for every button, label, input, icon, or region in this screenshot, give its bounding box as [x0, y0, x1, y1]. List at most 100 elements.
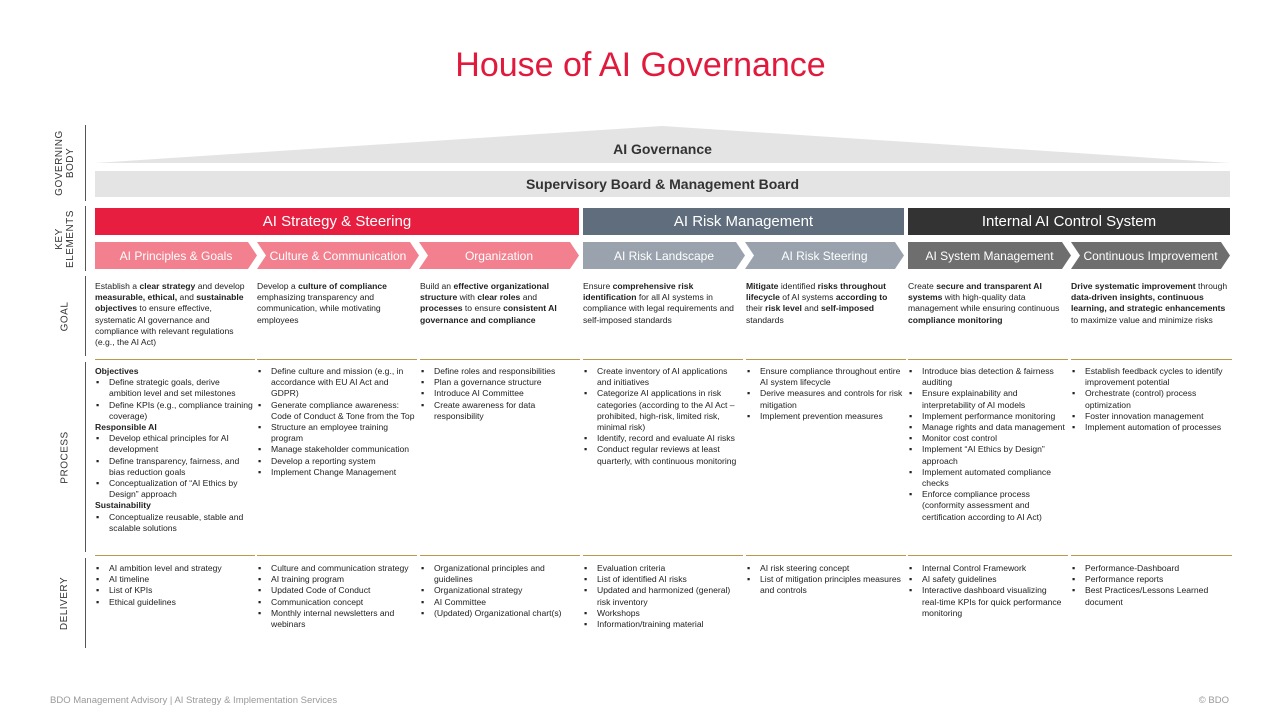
- process-item: Structure an employee training program: [257, 422, 415, 444]
- footer-left: BDO Management Advisory | AI Strategy & …: [50, 695, 338, 706]
- process-list: Define roles and responsibilitiesPlan a …: [420, 366, 578, 422]
- process-item: Develop a reporting system: [257, 456, 415, 467]
- pillar-ai-strategy: AI Strategy & Steering: [95, 208, 579, 235]
- delivery-block: Culture and communication strategyAI tra…: [257, 563, 415, 630]
- goal-segment: effective organizational structure: [420, 281, 549, 303]
- pillar-internal-control: Internal AI Control System: [908, 208, 1230, 235]
- row-divider-governing: [85, 125, 86, 201]
- process-item: Develop ethical principles for AI develo…: [95, 433, 253, 455]
- process-item: Define strategic goals, derive ambition …: [95, 377, 253, 399]
- process-item: Conceptualization of “AI Ethics by Desig…: [95, 478, 253, 500]
- delivery-list: Organizational principles and guidelines…: [420, 563, 578, 619]
- process-item: Implement automated compliance checks: [908, 467, 1066, 489]
- process-item: Implement Change Management: [257, 467, 415, 478]
- process-list: Ensure compliance throughout entire AI s…: [746, 366, 904, 422]
- row-separator: [95, 555, 255, 556]
- delivery-block: Organizational principles and guidelines…: [420, 563, 578, 619]
- delivery-item: AI timeline: [95, 574, 253, 585]
- goal-segment: Drive systematic improvement: [1071, 281, 1196, 291]
- delivery-item: List of identified AI risks: [583, 574, 741, 585]
- process-section-heading: Sustainability: [95, 500, 151, 511]
- goal-segment: of AI systems: [779, 292, 836, 303]
- row-label-governing-body: GOVERNING BODY: [54, 130, 76, 196]
- row-separator: [583, 555, 743, 556]
- goal-segment: risk level: [765, 303, 802, 314]
- goal-segment: comprehensive risk identification: [583, 281, 694, 303]
- element-continuous-improvement: Continuous Improvement: [1071, 242, 1230, 269]
- process-block: Define culture and mission (e.g., in acc…: [257, 366, 415, 478]
- goal-segment: culture of compliance: [298, 281, 387, 291]
- process-block: Define roles and responsibilitiesPlan a …: [420, 366, 578, 422]
- delivery-item: AI Committee: [420, 597, 578, 608]
- page-title: House of AI Governance: [455, 46, 826, 84]
- goal-segment: and develop: [195, 281, 245, 291]
- delivery-item: List of KPIs: [95, 585, 253, 596]
- row-separator: [1071, 359, 1232, 360]
- governance-roof: [95, 126, 1230, 163]
- delivery-block: Performance-DashboardPerformance reports…: [1071, 563, 1230, 608]
- process-item: Define transparency, fairness, and bias …: [95, 456, 253, 478]
- process-list: Define culture and mission (e.g., in acc…: [257, 366, 415, 478]
- goal-segment: clear roles: [477, 292, 521, 303]
- row-separator: [1071, 555, 1232, 556]
- goal-segment: consistent AI governance and compliance: [420, 303, 557, 325]
- goal-segment: with: [457, 292, 478, 303]
- element-ai-system-management: AI System Management: [908, 242, 1071, 269]
- delivery-block: Evaluation criteriaList of identified AI…: [583, 563, 741, 630]
- goal-segment: to maximize value and minimize risks: [1071, 314, 1213, 325]
- row-label-delivery: DELIVERY: [59, 576, 71, 630]
- footer-copyright: © BDO: [1198, 695, 1229, 706]
- row-divider-goal: [85, 276, 86, 356]
- goal-segment: their: [746, 303, 766, 314]
- row-separator: [583, 359, 743, 360]
- row-divider-key-elements: [85, 206, 86, 271]
- process-item: Identify, record and evaluate AI risks: [583, 433, 741, 444]
- row-label-goal: GOAL: [59, 301, 71, 331]
- process-item: Conduct regular reviews at least quarter…: [583, 444, 741, 466]
- process-item: Ensure compliance throughout entire AI s…: [746, 366, 904, 388]
- delivery-item: Internal Control Framework: [908, 563, 1066, 574]
- process-item: Generate compliance awareness: Code of C…: [257, 400, 415, 422]
- goal-segment: with high-quality data management while …: [908, 292, 1060, 314]
- delivery-list: AI risk steering conceptList of mitigati…: [746, 563, 904, 597]
- process-item: Implement “AI Ethics by Design” approach: [908, 444, 1066, 466]
- process-item: Ensure explainability and interpretabili…: [908, 388, 1066, 410]
- goal-text: Mitigate identified risks throughout lif…: [746, 281, 904, 326]
- row-separator: [257, 359, 417, 360]
- process-item: Implement performance monitoring: [908, 411, 1066, 422]
- goal-segment: for all AI systems in compliance with le…: [583, 292, 734, 325]
- delivery-block: Internal Control FrameworkAI safety guid…: [908, 563, 1066, 619]
- goal-segment: secure and transparent AI systems: [908, 281, 1042, 303]
- process-list: Conceptualize reusable, stable and scala…: [95, 512, 253, 534]
- goal-segment: and: [520, 292, 538, 303]
- process-list: Define strategic goals, derive ambition …: [95, 377, 253, 422]
- process-item: Implement automation of processes: [1071, 422, 1230, 433]
- element-ai-risk-steering: AI Risk Steering: [745, 242, 904, 269]
- element-ai-principles-goals: AI Principles & Goals: [95, 242, 257, 269]
- process-item: Define culture and mission (e.g., in acc…: [257, 366, 415, 400]
- process-list: Introduce bias detection & fairness audi…: [908, 366, 1066, 523]
- supervisory-board-bar: Supervisory Board & Management Board: [95, 171, 1230, 197]
- goal-segment: identified: [778, 281, 818, 291]
- pillar-ai-risk-management: AI Risk Management: [583, 208, 904, 235]
- goal-text: Establish a clear strategy and develop m…: [95, 281, 253, 348]
- process-item: Orchestrate (control) process optimizati…: [1071, 388, 1230, 410]
- delivery-item: Information/training material: [583, 619, 741, 630]
- process-block: Ensure compliance throughout entire AI s…: [746, 366, 904, 422]
- goal-segment: compliance monitoring: [908, 314, 1003, 325]
- delivery-item: Organizational strategy: [420, 585, 578, 596]
- process-item: Introduce AI Committee: [420, 388, 578, 399]
- goal-text: Drive systematic improvement through dat…: [1071, 281, 1230, 326]
- process-item: Establish feedback cycles to identify im…: [1071, 366, 1230, 388]
- process-block: Establish feedback cycles to identify im…: [1071, 366, 1230, 433]
- delivery-block: AI ambition level and strategyAI timelin…: [95, 563, 253, 608]
- process-section-heading: Objectives: [95, 366, 139, 376]
- delivery-item: (Updated) Organizational chart(s): [420, 608, 578, 619]
- process-item: Enforce compliance process (conformity a…: [908, 489, 1066, 523]
- process-item: Foster innovation management: [1071, 411, 1230, 422]
- process-item: Manage rights and data management: [908, 422, 1066, 433]
- delivery-item: Performance-Dashboard: [1071, 563, 1230, 574]
- delivery-list: Performance-DashboardPerformance reports…: [1071, 563, 1230, 608]
- element-culture-communication: Culture & Communication: [257, 242, 419, 269]
- delivery-item: Ethical guidelines: [95, 597, 253, 608]
